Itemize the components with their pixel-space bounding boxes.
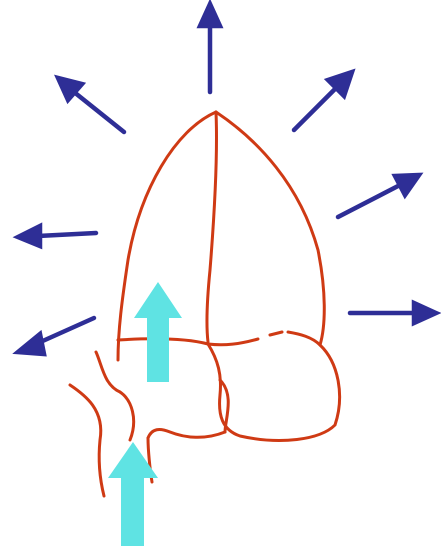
heart-diagram: [0, 0, 441, 546]
